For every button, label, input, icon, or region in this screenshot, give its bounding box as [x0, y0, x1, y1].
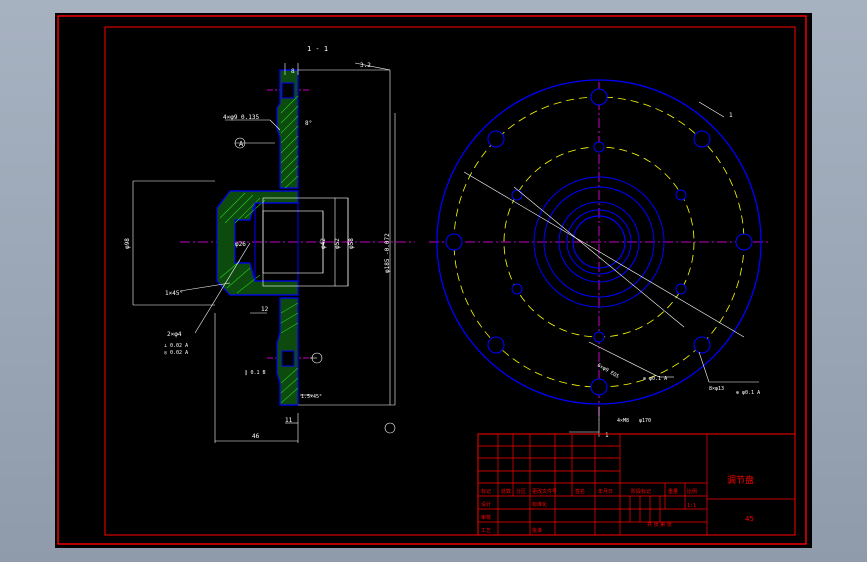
- datum-marker-bottom: [384, 422, 396, 434]
- fcf-2: ◎ 0.02 A: [164, 350, 188, 356]
- bore: [572, 215, 626, 269]
- fcf-1: ⊥ 0.02 A: [164, 343, 188, 349]
- hub-r2: [543, 186, 655, 298]
- inner-dims-lines: [132, 62, 396, 443]
- view-arrow-label-bottom: 1: [605, 432, 609, 439]
- tb-r0c3: 更改文件号: [532, 488, 557, 495]
- tb-r0c0: 标记: [481, 488, 491, 495]
- section-view: 1 - 1: [124, 45, 415, 443]
- note-8xphi: 8×φ13: [709, 386, 724, 392]
- tb-r2c0: 审核: [481, 514, 491, 521]
- section-label: 1 - 1: [307, 45, 328, 53]
- inner-holes: [511, 141, 687, 343]
- fcf-right: ⊕ φ0.1 A: [736, 390, 760, 396]
- weight-label: 重量: [668, 488, 678, 495]
- part-name: 调节盘: [727, 474, 754, 486]
- tb-r0c4: 签名: [575, 488, 585, 495]
- fcf-3: ∥ 0.1 B: [245, 370, 266, 376]
- front-view: 1 1 6×φ9 EQS ⊕ φ0.1 A 8×φ13 ⊕ φ0.1 A 4×M…: [429, 79, 771, 439]
- hub-r4: [566, 209, 632, 275]
- hole-note: 2×φ4: [167, 331, 182, 338]
- tb-r1c0: 设计: [481, 501, 491, 508]
- outer-diameter: [436, 79, 762, 405]
- dim-d185: φ185 -0.072: [384, 233, 391, 273]
- dim-12: 12: [261, 306, 269, 313]
- hub-r3: [558, 201, 640, 283]
- dim-tolerance-note: 4×φ9 0.135: [223, 114, 260, 121]
- sheet-text: 共 张 第 张: [647, 521, 672, 528]
- bore-outline: [254, 202, 299, 282]
- fcf-center: ⊕ φ0.1 A: [643, 376, 667, 382]
- dim-d26: φ26: [235, 241, 246, 248]
- tb-r3c0: 工艺: [481, 528, 491, 534]
- dim-1x45: 1×45°: [165, 290, 183, 297]
- drawing-viewport[interactable]: 1 - 1: [55, 13, 812, 548]
- roughness-top: 3.2: [360, 62, 371, 69]
- dim-46: 46: [252, 433, 260, 440]
- leaders: [463, 101, 759, 437]
- tb-r0c2: 分区: [516, 488, 526, 495]
- sheet-border-inner: [104, 26, 796, 536]
- scale-label: 比例: [687, 488, 697, 495]
- stage-label: 阶段标记: [631, 488, 651, 495]
- outer-holes: [445, 88, 753, 396]
- cad-drawing: 1 - 1: [57, 15, 807, 545]
- dim-11: 11: [285, 417, 293, 424]
- note-6xphi: 6×φ9 EQS: [596, 363, 620, 380]
- datum-a-marker: [234, 137, 246, 149]
- chamfer-note: 1.5×45°: [301, 394, 322, 400]
- dim-d42: φ42: [320, 238, 327, 249]
- dim-d98: φ98: [124, 238, 131, 249]
- note-4xm: 4×M8: [617, 418, 629, 424]
- title-block: 调节盘 45 1:1 共 张 第 张 阶段标记 重量 比例 标记 处数 分区 更…: [477, 433, 796, 536]
- dim-d58: φ58: [348, 238, 355, 249]
- dim-8: 8: [291, 68, 295, 75]
- material: 45: [745, 515, 754, 523]
- sheet-border-outer: [57, 15, 807, 545]
- datum-a-label: A: [239, 140, 244, 148]
- view-arrow-label: 1: [729, 112, 733, 119]
- hub-outer: [533, 176, 665, 308]
- dim-d52: φ52: [334, 238, 341, 249]
- dim-d170: φ170: [639, 418, 651, 424]
- tb-r0c1: 处数: [501, 488, 511, 495]
- angle-8: 8°: [305, 120, 312, 127]
- tb-r0c5: 年月日: [598, 488, 613, 495]
- datum-b-marker: [311, 352, 323, 364]
- flange-hatch: [216, 69, 299, 406]
- tb-r1c3: 标准化: [532, 501, 547, 508]
- scale-value: 1:1: [687, 503, 696, 509]
- tb-r3c3: 批准: [532, 527, 542, 534]
